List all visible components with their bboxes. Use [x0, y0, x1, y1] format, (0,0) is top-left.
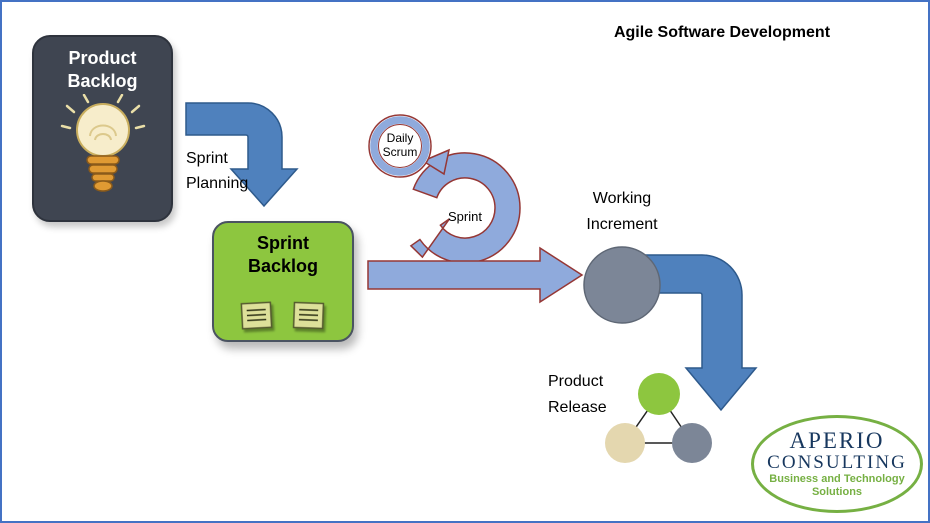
sprint-cycle-arrowhead-icon [421, 148, 451, 176]
sprint-to-increment-arrow [367, 246, 584, 304]
sprint-backlog-box: Sprint Backlog [212, 221, 354, 342]
sticky-note-icon [240, 301, 273, 330]
daily-scrum-line2: Scrum [382, 145, 418, 159]
product-backlog-box: Product Backlog [32, 35, 173, 222]
logo-tagline-line1: Business and Technology [769, 472, 905, 485]
product-release-line2: Release [548, 399, 607, 416]
aperio-consulting-logo: APERIO CONSULTING Business and Technolog… [751, 415, 923, 513]
molecule-node-gray [672, 423, 712, 463]
sprint-loop-label: Sprint [448, 209, 482, 224]
daily-scrum-inner-ring [378, 124, 422, 168]
lightbulb-icon [60, 93, 145, 192]
sticky-note-icon [292, 301, 325, 330]
product-backlog-label: Product Backlog [67, 47, 137, 94]
product-backlog-line1: Product [68, 48, 137, 68]
sprint-backlog-line1: Sprint [257, 233, 309, 253]
sprint-backlog-label: Sprint Backlog [214, 232, 352, 277]
daily-scrum-line1: Daily [386, 131, 414, 145]
sprint-planning-label: Sprint Planning [186, 146, 248, 196]
working-increment-line1: Working [592, 190, 652, 207]
logo-name-line2: CONSULTING [767, 451, 907, 473]
working-increment-label: Working Increment [558, 186, 686, 238]
diagram-title: Agile Software Development [613, 24, 831, 41]
working-increment-line2: Increment [586, 216, 658, 233]
daily-scrum-blue-ring [370, 116, 430, 176]
sprint-cycle-arrow [409, 152, 521, 264]
daily-scrum-circle [368, 114, 432, 178]
sprint-backlog-line2: Backlog [247, 255, 319, 276]
product-release-molecule [605, 373, 712, 463]
increment-to-release-arrow [641, 254, 758, 412]
product-backlog-line2: Backlog [67, 71, 138, 92]
sticky-notes-group [214, 301, 352, 331]
molecule-node-green [638, 373, 680, 415]
sprint-planning-arrow [185, 102, 299, 208]
logo-name-line1: APERIO [789, 427, 885, 453]
product-release-label: Product Release [548, 369, 607, 421]
sprint-planning-line2: Planning [186, 175, 249, 192]
sprint-planning-line1: Sprint [186, 150, 228, 167]
product-release-line1: Product [548, 373, 604, 390]
daily-scrum-label: Daily Scrum [371, 131, 429, 159]
logo-tagline-line2: Solutions [811, 486, 863, 499]
working-increment-circle [583, 246, 661, 324]
molecule-node-tan [605, 423, 645, 463]
